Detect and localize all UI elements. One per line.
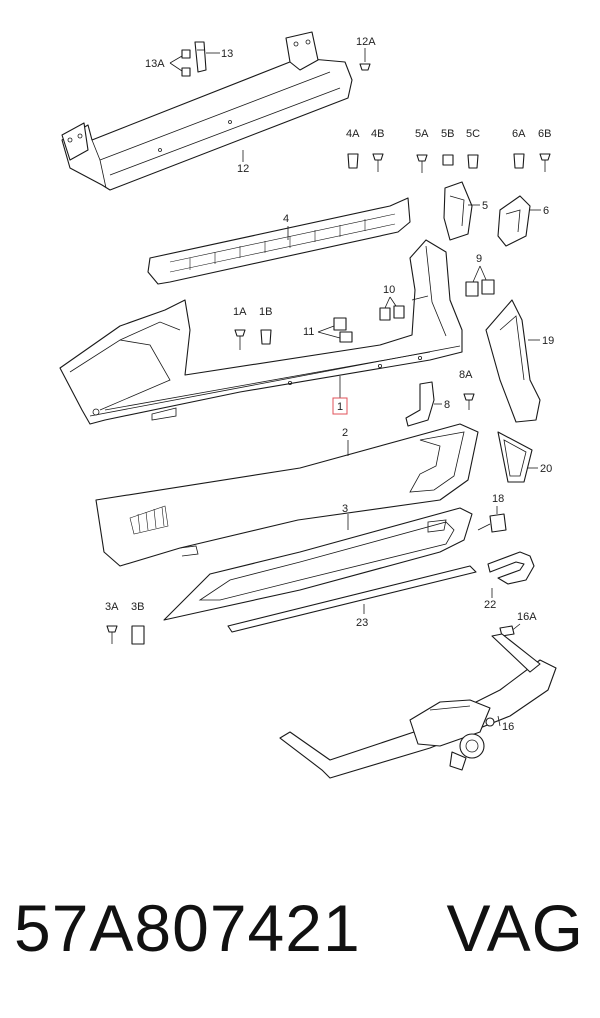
label-11: 11 — [303, 326, 314, 338]
fastener-row: 4A 4B 5A 5B 5C 6A 6B — [346, 128, 551, 173]
label-16a: 16A — [517, 611, 537, 623]
part-4-mounting-carrier — [147, 197, 411, 285]
label-9: 9 — [476, 253, 482, 265]
part-22-trim-strip — [487, 551, 535, 585]
label-5: 5 — [482, 200, 488, 212]
label-8: 8 — [444, 399, 450, 411]
part-11-clips — [333, 317, 353, 343]
label-4b: 4B — [371, 128, 384, 140]
label-6b: 6B — [538, 128, 551, 140]
label-1: 1 — [337, 401, 343, 413]
label-12: 12 — [237, 163, 249, 175]
part-6-side-bracket-right — [497, 195, 531, 247]
part-13-bracket — [194, 41, 207, 73]
label-2: 2 — [342, 427, 348, 439]
label-18: 18 — [492, 493, 504, 505]
label-10: 10 — [383, 284, 395, 296]
label-5a: 5A — [415, 128, 429, 140]
part-3b-clip — [131, 625, 145, 645]
label-6: 6 — [543, 205, 549, 217]
part-20-reflector — [497, 431, 533, 483]
part-number-text: 57A807421 — [14, 891, 361, 965]
label-16: 16 — [502, 721, 514, 733]
part-5-side-bracket-left — [443, 181, 473, 241]
part-2-diffuser-panel — [95, 423, 479, 567]
label-23: 23 — [356, 617, 368, 629]
part-23-chrome-strip — [227, 565, 477, 633]
label-8a: 8A — [459, 369, 473, 381]
part-3-trim-frame — [163, 507, 473, 621]
label-19: 19 — [542, 335, 554, 347]
label-1-highlight-box — [332, 397, 348, 415]
part-12a-bolt — [359, 63, 371, 71]
label-3a: 3A — [105, 601, 119, 613]
label-3: 3 — [342, 503, 348, 515]
part-8-bracket — [405, 381, 435, 427]
label-4: 4 — [283, 213, 289, 225]
part-1a-screw — [234, 329, 246, 337]
part-12-impact-beam — [61, 31, 353, 191]
part-16a-bolt — [499, 625, 515, 637]
label-12a: 12A — [356, 36, 376, 48]
label-5c: 5C — [466, 128, 480, 140]
part-8a-clip — [463, 393, 475, 401]
label-22: 22 — [484, 599, 496, 611]
label-20: 20 — [540, 463, 552, 475]
part-1b-clip — [260, 329, 272, 345]
label-13a: 13A — [145, 58, 165, 70]
label-5b: 5B — [441, 128, 454, 140]
part-10-clips — [379, 305, 405, 321]
part-16-tow-bar — [279, 633, 557, 779]
brand-text: VAG — [446, 891, 584, 965]
part-1-bumper-cover — [59, 239, 463, 425]
part-9-clips — [465, 279, 495, 297]
part-13a-nuts — [181, 49, 191, 77]
part-18-cap — [489, 513, 507, 533]
label-6a: 6A — [512, 128, 526, 140]
part-19-side-cover — [485, 299, 541, 423]
part-3a-screw — [106, 625, 118, 633]
label-3b: 3B — [131, 601, 144, 613]
label-1a: 1A — [233, 306, 247, 318]
label-4a: 4A — [346, 128, 360, 140]
exploded-parts-diagram: 12 12A 13 13A 4A 4B 5A 5B 5C 6A 6B 5 — [59, 31, 557, 779]
label-13: 13 — [221, 48, 233, 60]
footer: 57A807421 VAG — [0, 890, 600, 990]
label-1b: 1B — [259, 306, 272, 318]
